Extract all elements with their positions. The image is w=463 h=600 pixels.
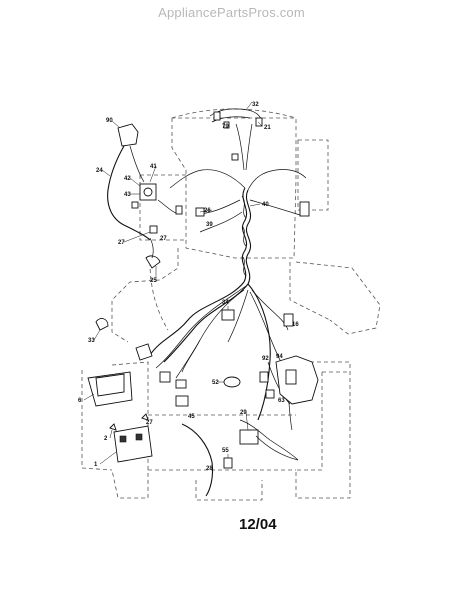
- callout-42: 42: [124, 176, 131, 182]
- callout-2: 2: [104, 436, 108, 442]
- callout-33: 33: [88, 338, 95, 344]
- callout-24: 24: [96, 168, 103, 174]
- callout-28: 28: [206, 466, 213, 472]
- callout-45: 45: [188, 414, 195, 420]
- callout-27-mid: 27: [160, 236, 167, 242]
- callout-32: 32: [252, 102, 259, 108]
- right-components: [259, 201, 319, 405]
- callout-27-lower: 27: [146, 420, 153, 426]
- callout-29: 29: [240, 410, 247, 416]
- callout-21: 21: [264, 125, 271, 131]
- callout-labels: 32 79 21 90 41 42 24 43 40 26 39 27 27 2…: [78, 102, 299, 472]
- top-connector-group: [209, 108, 263, 161]
- callout-34: 34: [222, 300, 229, 306]
- callout-6: 6: [78, 398, 82, 404]
- leader-lines: [83, 101, 263, 465]
- callout-1: 1: [94, 462, 98, 468]
- left-components: [107, 123, 205, 269]
- lower-components: [175, 395, 299, 497]
- tractor-outline: [81, 108, 381, 501]
- callout-92: 92: [262, 356, 269, 362]
- callout-26: 26: [204, 208, 211, 214]
- callout-63: 63: [278, 398, 285, 404]
- callout-27-upper: 27: [118, 240, 125, 246]
- callout-79: 79: [222, 124, 229, 130]
- callout-25: 25: [150, 278, 157, 284]
- callout-40: 40: [262, 202, 269, 208]
- wire-harness: [149, 123, 307, 431]
- callout-16: 16: [292, 322, 299, 328]
- drawing-date-code: 12/04: [239, 516, 277, 533]
- callout-43: 43: [124, 192, 131, 198]
- callout-94: 94: [276, 354, 283, 360]
- callout-41: 41: [150, 164, 157, 170]
- callout-39: 39: [206, 222, 213, 228]
- center-components: [95, 309, 241, 389]
- callout-90: 90: [106, 118, 113, 124]
- callout-55: 55: [222, 448, 229, 454]
- battery-assembly: [87, 371, 153, 463]
- callout-52: 52: [212, 380, 219, 386]
- watermark: AppliancePartsPros.com: [158, 5, 305, 20]
